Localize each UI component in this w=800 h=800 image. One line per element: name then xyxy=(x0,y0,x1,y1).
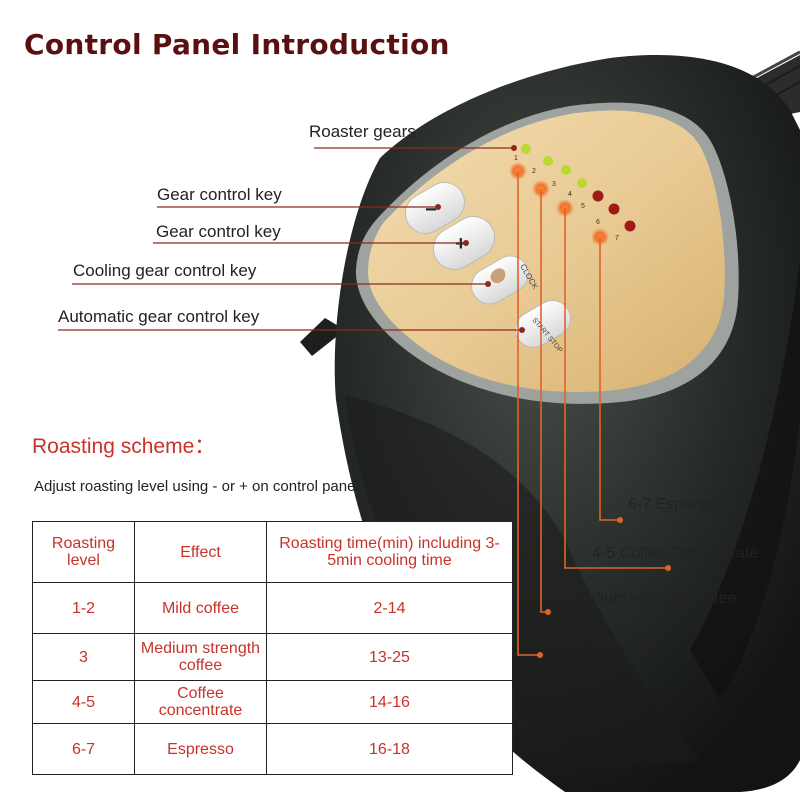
gear-led-1 xyxy=(521,144,531,154)
callout-mild-coffee: 1-2 Mild coffee xyxy=(562,632,667,649)
right-leader-lines xyxy=(517,171,668,656)
gear-led-3 xyxy=(561,165,571,175)
header-roasting-time: Roasting time(min) including 3-5min cool… xyxy=(266,521,513,583)
gear-led-5 xyxy=(592,190,604,202)
cell-time: 2-14 xyxy=(266,582,513,634)
cell-effect: Coffee concentrate xyxy=(134,680,267,724)
header-effect: Effect xyxy=(134,521,267,583)
table-header-row: Roasting level Effect Roasting time(min)… xyxy=(32,521,513,583)
led-number-5: 5 xyxy=(581,203,585,210)
table-row: 3 Medium strength coffee 13-25 xyxy=(32,633,513,681)
page-title: Control Panel Introduction xyxy=(24,28,450,61)
led-number-2: 2 xyxy=(532,168,536,175)
start-stop-key[interactable]: START STOP xyxy=(509,294,577,355)
callout-cooling-key: Cooling gear control key xyxy=(73,261,257,280)
left-leader-lines xyxy=(58,147,520,331)
callout-automatic-key: Automatic gear control key xyxy=(58,307,260,326)
roasting-scheme-description: Adjust roasting level using - or + on co… xyxy=(34,478,359,495)
led-number-6: 6 xyxy=(596,219,600,226)
cell-level: 6-7 xyxy=(32,723,135,775)
coffee-bean-icon xyxy=(490,268,506,284)
plus-key-label: + xyxy=(455,233,467,255)
callout-roaster-gears: Roaster gears xyxy=(309,122,416,141)
led-number-7: 7 xyxy=(615,235,619,242)
right-leader-dots xyxy=(537,517,671,658)
table-row: 4-5 Coffee concentrate 14-16 xyxy=(32,680,513,724)
cell-effect: Espresso xyxy=(134,723,267,775)
cell-effect: Medium strength coffee xyxy=(134,633,267,681)
gear-led-indicators: 1 2 3 4 5 6 7 xyxy=(514,144,636,242)
gear-led-6 xyxy=(608,203,620,215)
callout-gear-minus-key: Gear control key xyxy=(157,185,282,204)
minus-key-label: − xyxy=(425,199,437,221)
gear-led-4 xyxy=(577,178,587,188)
callout-medium-strength: 3 Medium strength coffee xyxy=(556,590,737,607)
led-number-4: 4 xyxy=(568,191,572,198)
header-roasting-level: Roasting level xyxy=(32,521,135,583)
roasting-scheme-title: Roasting scheme： xyxy=(32,435,216,458)
table-row: 6-7 Espresso 16-18 xyxy=(32,723,513,775)
lower-cable xyxy=(300,318,345,356)
cooling-key[interactable] xyxy=(465,249,535,310)
control-panel xyxy=(355,102,739,404)
cell-time: 14-16 xyxy=(266,680,513,724)
cell-effect: Mild coffee xyxy=(134,582,267,634)
cell-level: 1-2 xyxy=(32,582,135,634)
left-leader-dots xyxy=(435,145,525,333)
callout-gear-plus-key: Gear control key xyxy=(156,222,281,241)
gear-led-7 xyxy=(624,220,636,232)
cell-time: 13-25 xyxy=(266,633,513,681)
callout-espresso: 6-7 Espresso xyxy=(628,496,723,513)
table-row: 1-2 Mild coffee 2-14 xyxy=(32,582,513,634)
minus-key[interactable]: − xyxy=(398,175,472,241)
gear-led-2 xyxy=(543,156,553,166)
callout-coffee-concentrate: 4-5 Coffee Concentrate xyxy=(592,545,759,562)
cell-level: 3 xyxy=(32,633,135,681)
cell-level: 4-5 xyxy=(32,680,135,724)
roasting-scheme-table: Roasting level Effect Roasting time(min)… xyxy=(32,521,513,775)
led-number-1: 1 xyxy=(514,155,518,162)
led-number-3: 3 xyxy=(552,181,556,188)
cell-time: 16-18 xyxy=(266,723,513,775)
